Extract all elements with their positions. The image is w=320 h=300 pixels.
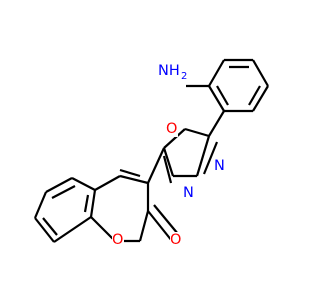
ring-oxygen-label: O: [112, 232, 123, 248]
aromatic-double-bond: [248, 85, 261, 106]
amine-label: NH: [158, 63, 180, 79]
bond: [195, 135, 211, 177]
bond: [53, 216, 92, 243]
double-bond: [162, 155, 173, 184]
carbonyl-bond: [147, 210, 173, 242]
bond: [252, 85, 269, 112]
bond: [184, 127, 210, 138]
bond: [94, 175, 121, 191]
bond: [33, 191, 48, 219]
bond: [45, 177, 73, 193]
bond: [34, 217, 55, 243]
bond: [119, 174, 149, 185]
bond: [252, 59, 269, 87]
chemical-structure-diagram: NH 2 O N N O O: [33, 58, 269, 248]
carbonyl-oxygen-label: O: [170, 232, 181, 248]
aminophenyl-ring: [208, 58, 269, 113]
bond: [208, 85, 225, 112]
aromatic-double-bond: [42, 217, 58, 236]
carbonyl-double-bond: [153, 204, 179, 235]
carbonyl-oxygen-atom: O: [170, 232, 182, 248]
aromatic-double-bond: [51, 185, 76, 199]
bond: [162, 147, 175, 177]
oxadiazole-oxygen-atom: O: [166, 121, 178, 137]
n3-atom: N: [183, 185, 195, 201]
n4-label: N: [214, 158, 225, 174]
double-bond: [202, 141, 219, 175]
coumarin-system: [33, 168, 150, 243]
bond: [71, 177, 96, 191]
linker-bond: [146, 147, 166, 184]
n4-atom: N: [214, 158, 226, 174]
bond: [138, 210, 150, 242]
aromatic-double-bond: [83, 194, 90, 213]
ring-oxygen-atom: O: [112, 232, 124, 248]
aromatic-double-bond: [216, 85, 229, 106]
n3-label: N: [183, 185, 194, 201]
bond: [89, 189, 97, 218]
double-bond: [119, 168, 141, 178]
oxadiazole-ring: [162, 110, 225, 184]
bond: [90, 216, 116, 242]
bond: [163, 128, 186, 149]
bond: [208, 110, 225, 137]
oxadiazole-oxygen-label: O: [166, 121, 177, 137]
bond: [208, 59, 225, 87]
amine-subscript: 2: [181, 71, 187, 82]
amine-group: NH 2: [152, 62, 188, 82]
